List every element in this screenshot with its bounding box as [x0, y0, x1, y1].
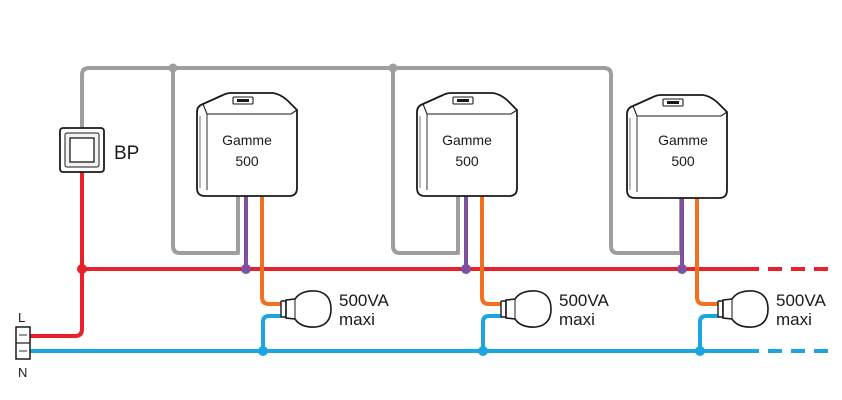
bulb-icon: [500, 290, 552, 328]
module-title: Gamme: [658, 132, 708, 148]
control-drop-module-1: [171, 66, 240, 255]
module-range: 500: [455, 153, 479, 169]
control-wire: [80, 63, 683, 255]
module-2: Gamme 500: [416, 92, 518, 197]
module-box-icon: [626, 94, 728, 199]
output-module-2: [480, 196, 503, 306]
junction-dot: [258, 346, 268, 356]
module-title: Gamme: [222, 132, 272, 148]
terminal-block: L N: [15, 310, 31, 380]
phase-terminal-label: L: [18, 310, 25, 325]
output-module-3: [695, 196, 720, 306]
lamp-power-label: 500VA: [559, 291, 609, 310]
push-button: BP: [59, 127, 139, 173]
module-range: 500: [671, 153, 695, 169]
neutral-terminal-label: N: [18, 365, 27, 380]
lamp-power-label: 500VA: [339, 291, 389, 310]
control-drop-module-2: [391, 66, 460, 255]
lamp-2: 500VA maxi: [500, 290, 609, 329]
lamp-max-label: maxi: [776, 310, 812, 329]
phase-link-wires: [241, 196, 687, 274]
lamp-max-label: maxi: [339, 310, 375, 329]
module-range: 500: [235, 153, 259, 169]
neutral-drop-lamp-1: [261, 314, 282, 351]
module-1: Gamme 500: [196, 92, 298, 197]
junction-dot: [77, 264, 87, 274]
module-title: Gamme: [442, 132, 492, 148]
control-bus-top: [80, 66, 683, 255]
junction-dot: [461, 264, 471, 274]
lamp-max-label: maxi: [559, 310, 595, 329]
module-box-icon: [416, 92, 518, 197]
junction-dot: [478, 346, 488, 356]
junction-dot: [388, 63, 398, 73]
junction-dot: [241, 264, 251, 274]
phase-feed: [30, 172, 84, 338]
switched-output-wires: [260, 196, 720, 306]
terminal-block-icon: [15, 326, 31, 360]
neutral-drop-lamp-3: [698, 314, 719, 351]
bulb-icon: [717, 290, 769, 328]
module-box-icon: [196, 92, 298, 197]
junction-dot: [677, 264, 687, 274]
push-button-icon: [59, 127, 105, 173]
push-button-label: BP: [114, 143, 139, 164]
neutral-wire: [30, 314, 830, 356]
junction-dot: [168, 63, 178, 73]
neutral-drop-lamp-2: [481, 314, 502, 351]
module-3: Gamme 500: [626, 94, 728, 199]
phase-wire: [30, 172, 830, 338]
output-module-1: [260, 196, 283, 306]
lamp-1: 500VA maxi: [280, 290, 389, 329]
lamp-power-label: 500VA: [776, 291, 826, 310]
lamp-3: 500VA maxi: [717, 290, 826, 329]
bulb-icon: [280, 290, 332, 328]
junction-dot: [695, 346, 705, 356]
